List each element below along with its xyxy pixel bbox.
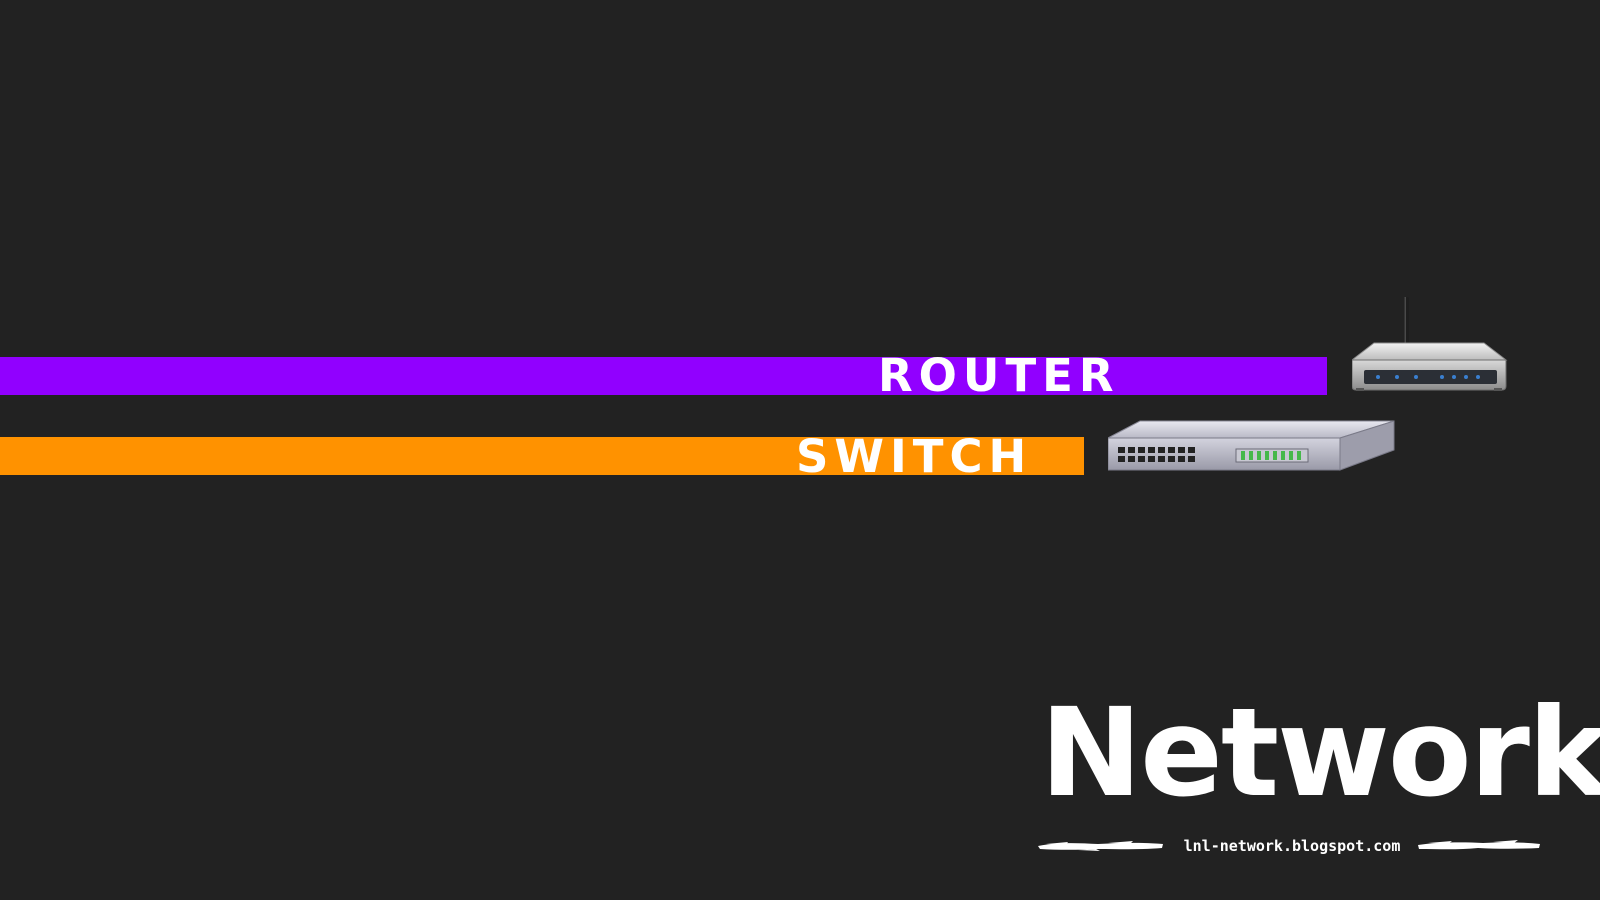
switch-bar	[0, 437, 1084, 475]
brush-stroke-left-icon	[1038, 841, 1163, 851]
network-switch-icon	[1108, 420, 1395, 471]
router-bar	[0, 357, 1327, 395]
brush-stroke-right-icon	[1418, 840, 1540, 850]
switch-label: SWITCH	[796, 430, 1033, 483]
brand-url: lnl-network.blogspot.com	[1183, 837, 1401, 855]
brand-title: Network	[1040, 682, 1600, 824]
router-label: ROUTER	[878, 349, 1120, 402]
wireless-router-icon	[1352, 297, 1508, 391]
brand-url-row: lnl-network.blogspot.com	[1038, 834, 1540, 858]
